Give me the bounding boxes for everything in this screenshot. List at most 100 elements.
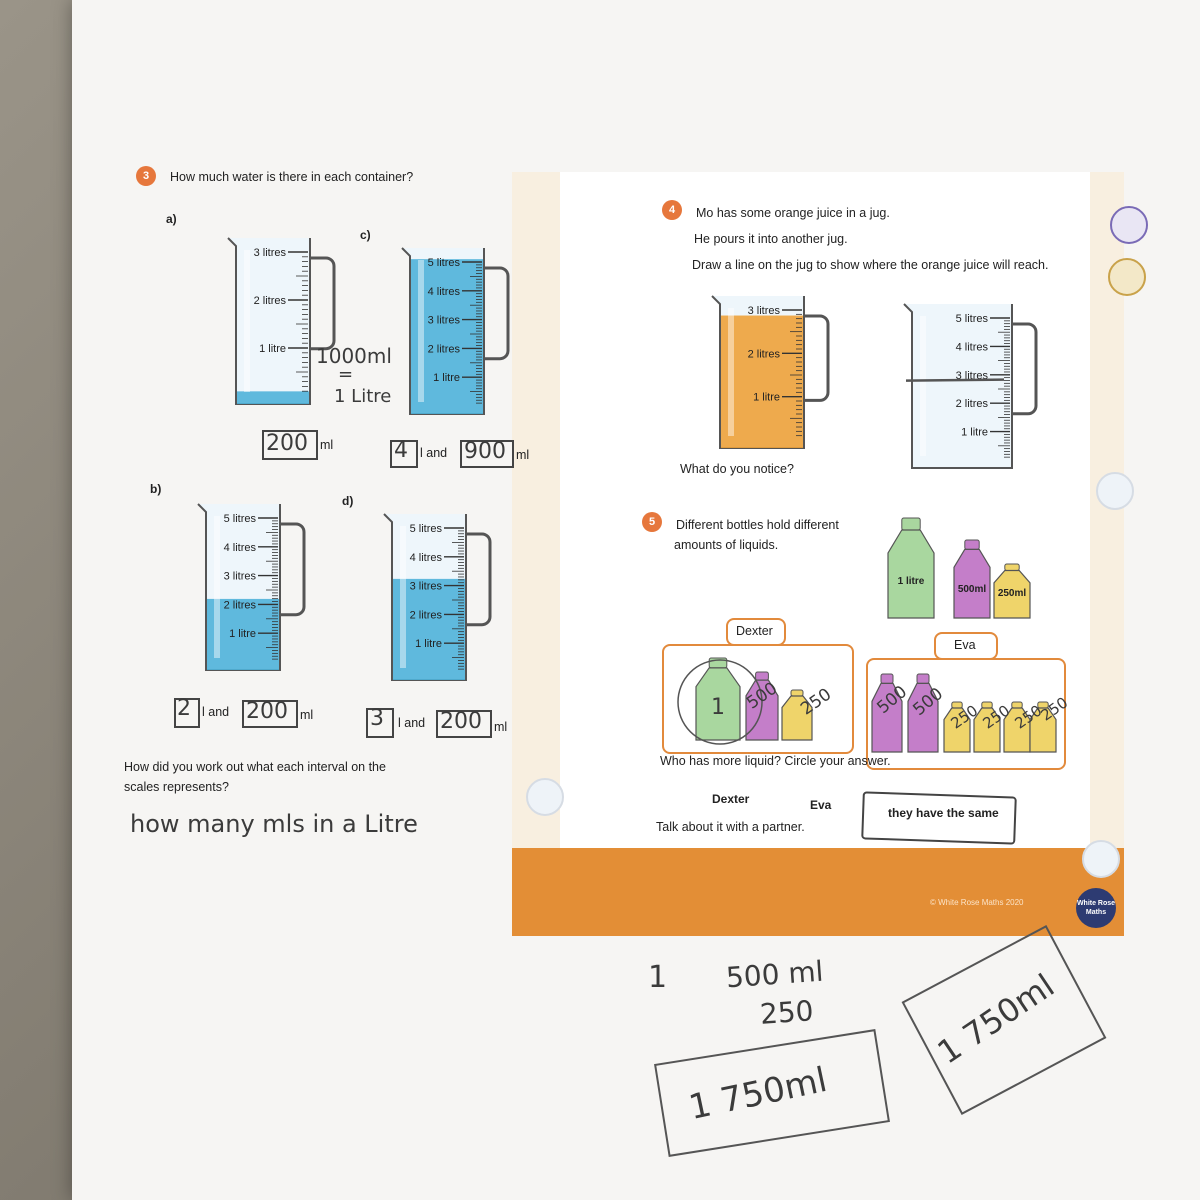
liquid <box>411 259 483 414</box>
handwritten-circle <box>677 659 763 745</box>
answer-box-ml[interactable] <box>436 710 492 738</box>
question-text: Mo has some orange juice in a jug. <box>696 206 890 220</box>
scale-label: 5 litres <box>410 523 443 535</box>
jug-shine <box>728 308 734 436</box>
liquid <box>721 315 803 448</box>
bottle-body <box>993 569 1031 619</box>
handwritten-answer: 200 <box>266 431 308 456</box>
scale-label: 1 litre <box>259 343 286 355</box>
discuss-icon <box>1096 472 1134 510</box>
handwritten-note: 1000ml <box>316 344 392 368</box>
handwritten-answer: 2 <box>177 696 191 721</box>
answer-option-eva[interactable]: Eva <box>810 798 832 812</box>
footer-copyright: © White Rose Maths 2020 <box>930 898 1024 907</box>
unit-label: ml <box>494 720 508 734</box>
jug-shine <box>418 260 424 402</box>
scale-label: 4 litres <box>224 542 257 554</box>
bottle-cap <box>790 689 804 697</box>
bottle-body <box>781 695 813 741</box>
pencil-icon <box>1108 258 1146 296</box>
eva-name: Eva <box>954 638 976 652</box>
bottle-500ml <box>907 673 939 753</box>
answer-option-same[interactable]: they have the same <box>888 806 999 820</box>
answer-box-ml[interactable] <box>460 440 514 468</box>
handwritten-answer: 900 <box>464 439 506 464</box>
unit-label: ml <box>300 708 314 722</box>
bottle-cap <box>1004 563 1020 571</box>
question-number-badge: 4 <box>662 200 682 220</box>
scale-label: 3 litres <box>224 571 257 583</box>
bottle-cap <box>1011 701 1023 709</box>
answer-box-ml[interactable] <box>242 700 298 728</box>
answer-box-litres[interactable] <box>366 708 394 738</box>
handwritten-answer: how many mls in a Litre <box>130 810 418 838</box>
handwritten-answer: 200 <box>246 699 288 724</box>
part-label: d) <box>342 494 354 508</box>
bottle-250ml <box>993 563 1031 619</box>
jug-body <box>227 237 311 405</box>
question-number-badge: 3 <box>136 166 156 186</box>
question-text: Different bottles hold different <box>676 518 839 532</box>
discuss-icon <box>526 778 564 816</box>
bottle-cap <box>981 701 993 709</box>
jug-body <box>903 303 1013 469</box>
scale-label: 2 litres <box>428 343 461 355</box>
jug-handle <box>310 256 336 351</box>
think-icon <box>1110 206 1148 244</box>
bottle-body <box>871 682 903 753</box>
followup-question: scales represents? <box>124 780 229 794</box>
right-page-content <box>560 172 1090 848</box>
dexter-bottles: 1 <box>677 657 813 745</box>
scale-label: 2 litres <box>410 609 443 621</box>
unit-label: l and <box>202 705 230 719</box>
jug-handle <box>280 522 306 617</box>
scale-label: 1 litre <box>753 392 780 404</box>
bottle-body <box>887 529 935 619</box>
handwritten-mark: 1 <box>711 695 725 720</box>
scale-label: 3 litres <box>254 247 287 259</box>
bottle-label: 1 litre <box>898 576 925 587</box>
answer-option-dexter[interactable]: Dexter <box>712 792 750 806</box>
bottle-body <box>943 707 971 753</box>
answer-box-ml[interactable] <box>262 430 318 460</box>
bottle-cap <box>964 539 980 550</box>
jug-shine <box>244 250 250 392</box>
handwritten-answer: 3 <box>370 706 384 731</box>
handwritten-working: 250 <box>758 994 815 1031</box>
jug-handle <box>484 266 510 361</box>
question-text: Talk about it with a partner. <box>656 820 805 834</box>
discuss-icon <box>1082 840 1120 878</box>
scale-label: 3 litres <box>748 305 781 317</box>
jug-handle <box>804 314 830 402</box>
bottle-label: 250ml <box>998 588 1027 599</box>
liquid <box>393 578 465 680</box>
question-number-badge: 5 <box>642 512 662 532</box>
question-text: Draw a line on the jug to show where the… <box>692 258 1049 272</box>
bottle-body <box>953 548 991 619</box>
bottle-1-litre <box>887 517 935 619</box>
scale-label: 2 litres <box>748 348 781 360</box>
scale-label: 1 litre <box>961 427 988 439</box>
handwritten-note: 1 Litre <box>334 386 392 407</box>
bottle-500ml <box>953 539 991 619</box>
jug-shine <box>920 316 926 456</box>
question-text: He pours it into another jug. <box>694 232 848 246</box>
bottle-cap <box>755 671 769 681</box>
dexter-name: Dexter <box>736 624 773 638</box>
scale-label: 5 litres <box>224 513 257 525</box>
question-text: Who has more liquid? Circle your answer. <box>660 754 891 768</box>
bottle-body <box>745 679 779 741</box>
unit-label: ml <box>320 438 334 452</box>
bottle-500ml <box>871 673 903 753</box>
jug-handle <box>1012 322 1038 416</box>
scale-label: 2 litres <box>956 398 989 410</box>
jug-shine <box>400 526 406 668</box>
answer-box-litres[interactable] <box>390 440 418 468</box>
answer-box-litres[interactable] <box>174 698 200 728</box>
scale-label: 2 litres <box>224 599 257 611</box>
scale-label: 1 litre <box>415 638 442 650</box>
